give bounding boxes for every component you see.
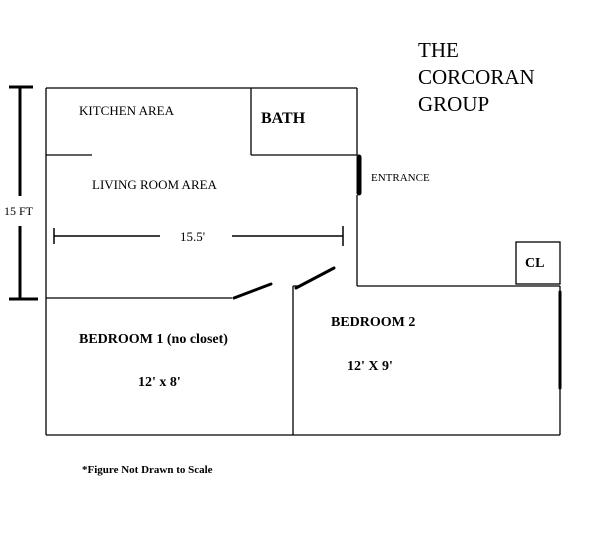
height-dimension-label: 15 FT [4, 204, 34, 218]
width-dimension [53, 226, 344, 246]
bath-room [250, 88, 357, 156]
bedroom2-size: 12' X 9' [347, 359, 393, 374]
closet-label: CL [525, 256, 544, 271]
walls [45, 87, 562, 436]
bedroom1-size: 12' x 8' [138, 375, 181, 390]
height-dimension [9, 85, 38, 301]
company-name-line-1: THE [418, 38, 459, 62]
scale-note: *Figure Not Drawn to Scale [82, 464, 213, 476]
living-room-label: LIVING ROOM AREA [92, 177, 218, 192]
bedroom2-label: BEDROOM 2 [331, 315, 415, 330]
width-dimension-label: 15.5' [180, 229, 205, 244]
bedroom1-label: BEDROOM 1 (no closet) [79, 332, 228, 347]
company-name-line-2: CORCORAN [418, 65, 535, 89]
bath-label: BATH [261, 110, 306, 127]
entrance-label: ENTRANCE [371, 172, 430, 184]
company-name-line-3: GROUP [418, 92, 489, 116]
bedroom2-door [294, 266, 336, 290]
company-name: THE CORCORAN GROUP [418, 38, 535, 116]
closet-box [515, 241, 561, 285]
kitchen-label: KITCHEN AREA [79, 103, 175, 118]
bedroom1-door [232, 282, 273, 300]
